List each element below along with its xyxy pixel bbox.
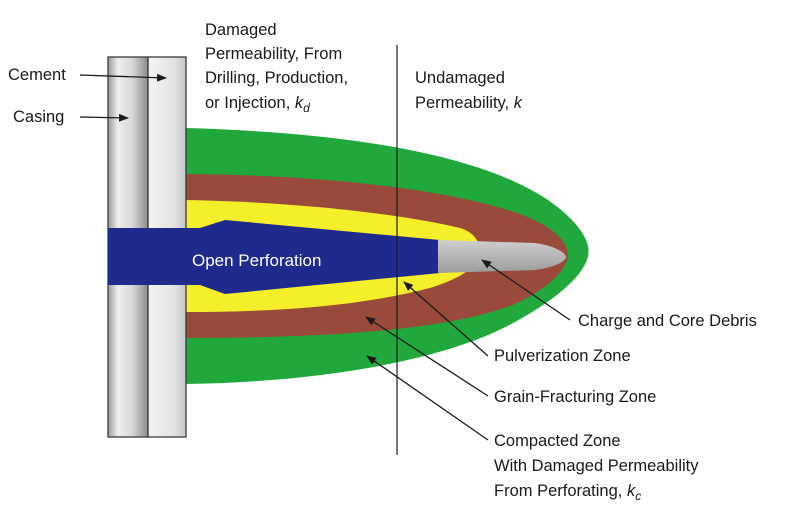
casing-label: Casing: [13, 108, 64, 126]
grain-fracturing-label: Grain-Fracturing Zone: [494, 388, 656, 406]
open-perforation-label: Open Perforation: [192, 251, 321, 270]
charge-debris-label: Charge and Core Debris: [578, 312, 757, 330]
perforation-tunnel: [108, 228, 188, 285]
open-perforation: [108, 220, 440, 294]
damaged-permeability-label: Damaged Permeability, From Drilling, Pro…: [205, 21, 353, 115]
casing-arrow: [79, 113, 129, 122]
grain-fracturing-arrow: [365, 316, 489, 397]
compacted-zone-label: Compacted Zone With Damaged Permeability…: [494, 432, 703, 503]
undamaged-permeability-label: Undamaged Permeability, k: [415, 69, 523, 112]
charge-debris-arrow: [481, 259, 571, 321]
charge-debris: [438, 240, 566, 273]
cement-arrow: [79, 73, 167, 82]
compacted-arrow: [366, 355, 489, 441]
cement-label: Cement: [8, 66, 66, 84]
pulverization-arrow: [403, 281, 489, 357]
pulverization-label: Pulverization Zone: [494, 347, 631, 365]
